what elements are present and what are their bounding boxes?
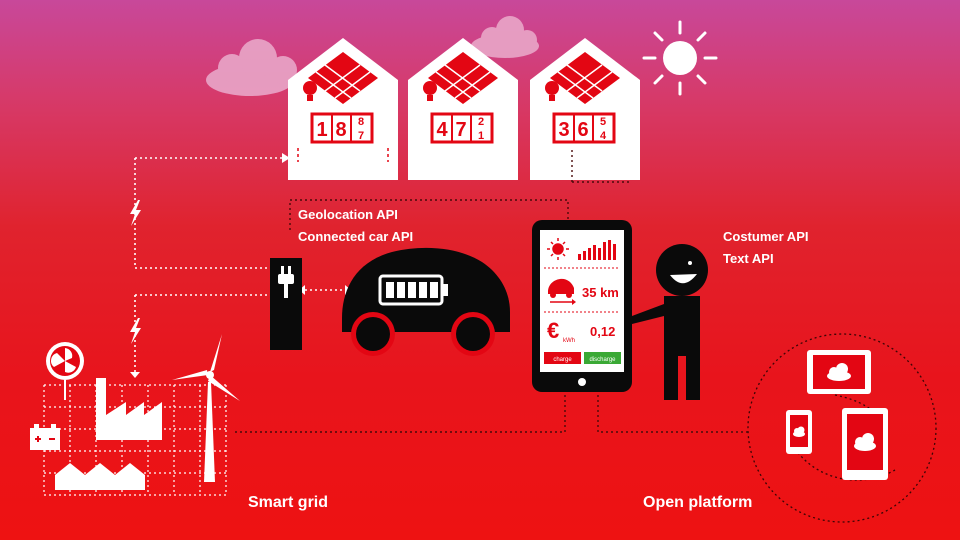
factory-icon [96,378,162,440]
meter-digit: 4 [600,130,607,142]
meter-digit: 7 [455,119,466,141]
lightbulb-icon [303,81,317,101]
car-icon [548,278,576,305]
meter-digit: 8 [358,116,364,128]
car-battery-icon [30,424,60,450]
euro-icon: € [547,318,559,343]
meter-digit: 8 [335,119,346,141]
geolocation-api-label: Geolocation API [298,207,398,222]
meter-digit: 1 [478,130,484,142]
discharge-button[interactable]: discharge [584,352,621,364]
charging-post [270,258,302,350]
cloud-icon [471,16,539,58]
connected-car-api-label: Connected car API [298,229,414,244]
meter-digit: 1 [316,119,327,141]
lightbulb-icon [545,81,559,101]
fan-icon [46,342,84,400]
meter-digit: 3 [558,119,569,141]
sun-icon [547,238,569,260]
lightbulb-icon [423,81,437,101]
discharge-button-label: discharge [589,357,616,363]
tablet-icon [807,350,871,394]
cloud-icon [206,39,297,96]
meter-digit: 4 [436,119,448,141]
house-3 [530,38,640,180]
tablet-price: 0,12 [590,324,615,339]
text-api-label: Text API [723,251,774,266]
tablet-euro-unit: kWh [563,338,575,344]
cloud-icon [793,426,805,437]
meter-digit: 6 [577,119,588,141]
tablet-distance: 35 km [582,285,619,300]
lightning-icon [130,318,141,344]
open-platform-caption: Open platform [643,494,753,511]
wind-turbine-icon [172,334,240,482]
phone-icon [786,410,812,454]
meter-digit: 5 [600,116,606,128]
smart-grid-caption: Smart grid [248,494,329,511]
customer-api-label: Costumer API [723,229,809,244]
cloud-icon [827,363,851,381]
house-1 [288,38,398,180]
sun-icon [642,20,718,96]
meter-digit: 2 [478,116,484,128]
charge-button[interactable]: charge [544,352,581,364]
open-platform-ring [747,333,937,523]
tablet-device: 35 km € kWh 0,12 charge discharge [532,220,632,392]
houses-icon [55,463,145,490]
house-2 [408,38,518,180]
plug-icon [278,266,294,298]
lightning-icon [130,200,141,226]
charge-button-label: charge [553,357,572,363]
grid-connectors [134,157,345,372]
tablet-icon [842,408,888,480]
battery-icon [378,274,448,306]
bar-chart-icon [578,240,616,260]
car-icon [342,247,510,356]
person-icon [632,244,708,400]
meter-digit: 7 [358,130,364,142]
cloud-icon [854,433,876,451]
data-connectors [232,150,748,433]
